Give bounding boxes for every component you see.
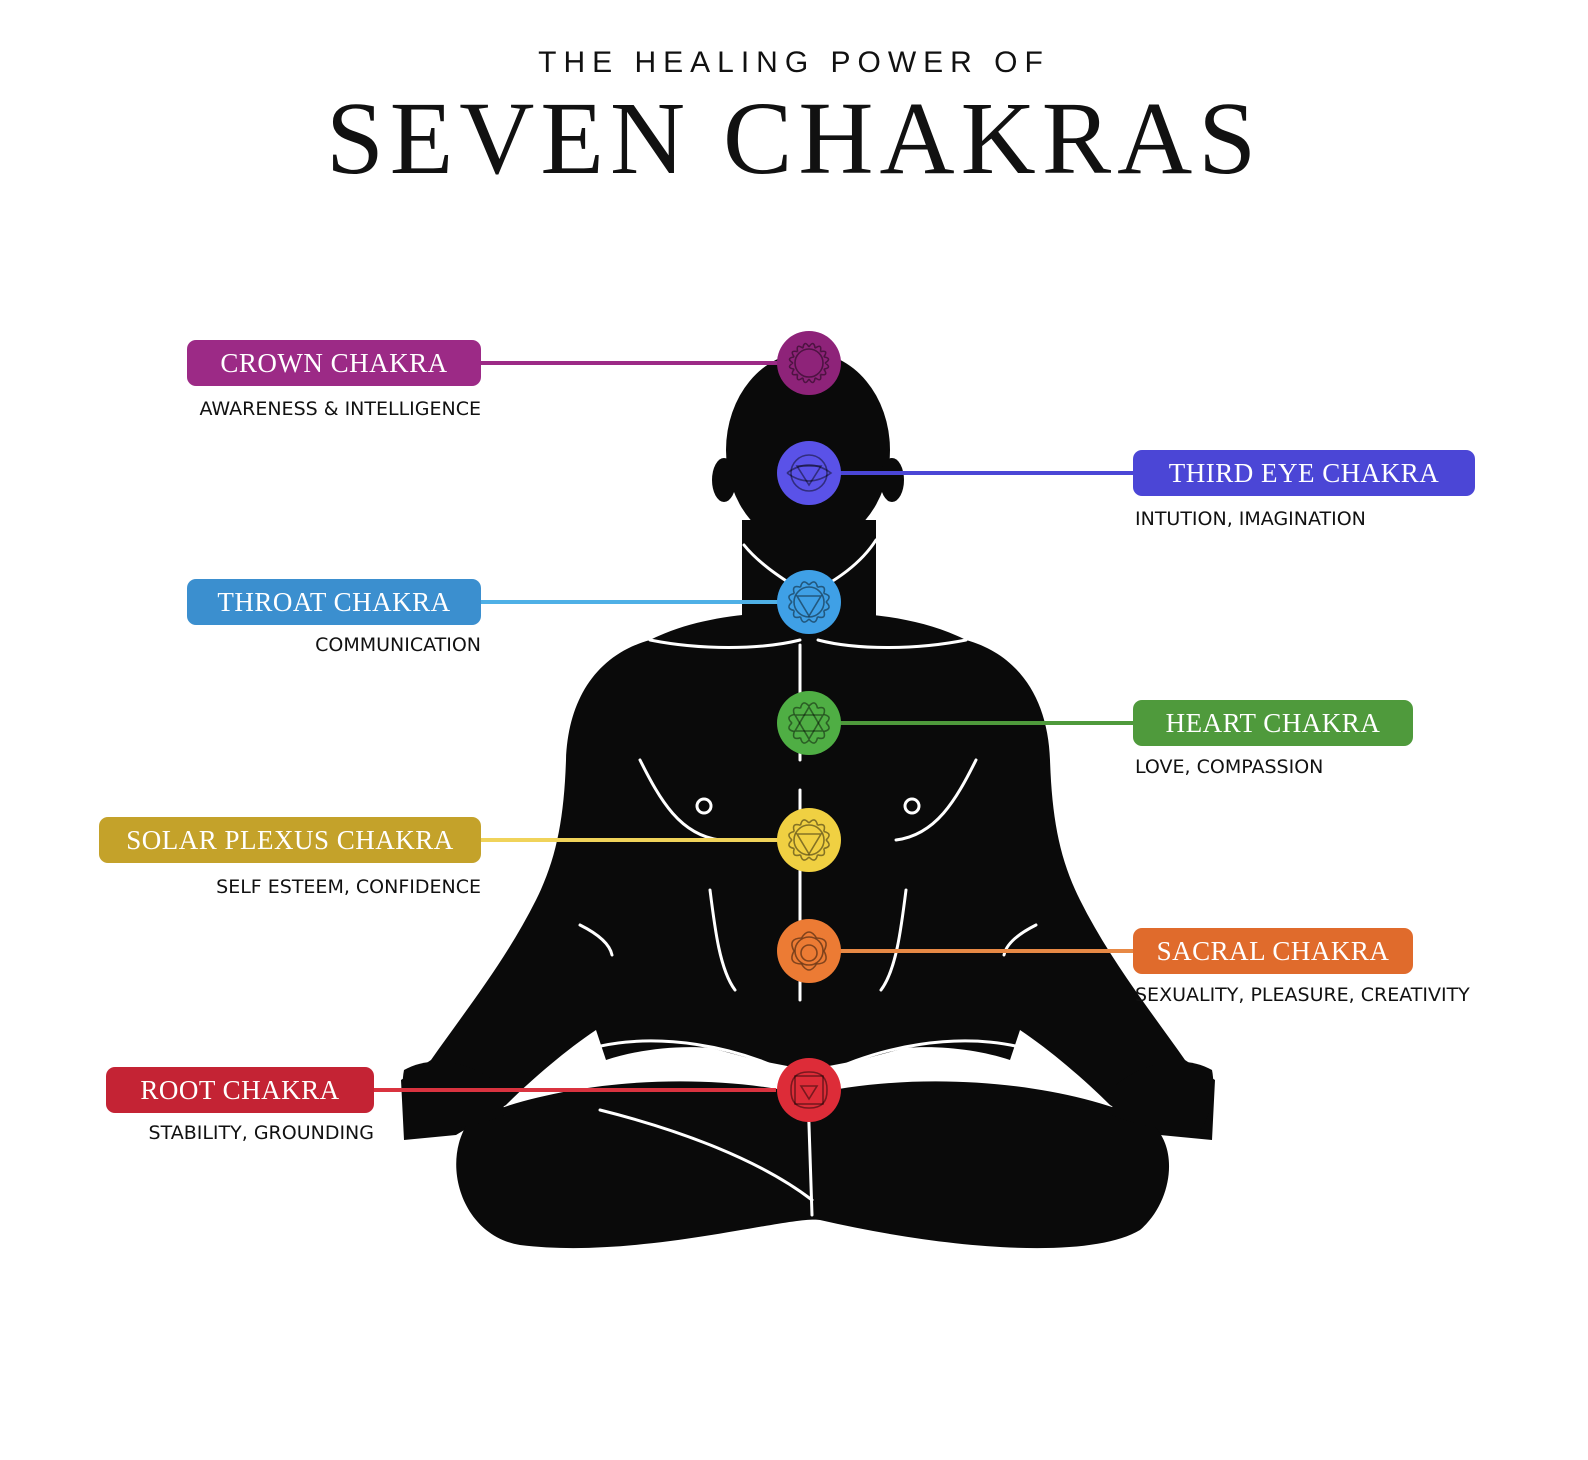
solar-plexus-chakra-label: SOLAR PLEXUS CHAKRA [99,817,481,863]
third-eye-chakra-point [777,441,841,505]
root-chakra-meaning: STABILITY, GROUNDING [148,1122,374,1144]
root-chakra-point [777,1058,841,1122]
throat-chakra-dot [777,570,841,634]
hexagram-icon [788,702,830,744]
crown-chakra-meaning: AWARENESS & INTELLIGENCE [199,398,481,420]
throat-chakra-label: THROAT CHAKRA [187,579,481,625]
lotus-icon [788,342,830,384]
root-chakra-label: ROOT CHAKRA [106,1067,374,1113]
crown-chakra-point [777,331,841,395]
heart-chakra-meaning: LOVE, COMPASSION [1135,756,1324,778]
sacral-chakra-label: SACRAL CHAKRA [1133,928,1413,974]
eye-triangle-icon [786,454,833,492]
throat-chakra-point [777,570,841,634]
heart-chakra-point [777,691,841,755]
sacral-chakra-point [777,919,841,983]
triangle-petals-icon [788,819,830,861]
solar-plexus-chakra-meaning: SELF ESTEEM, CONFIDENCE [216,876,481,898]
nipples [695,797,921,815]
solar-plexus-chakra-point [777,808,841,872]
sacral-chakra-meaning: SEXUALITY, PLEASURE, CREATIVITY [1135,984,1470,1006]
throat-chakra-meaning: COMMUNICATION [315,634,481,656]
sacral-chakra-dot [777,919,841,983]
crescent-lotus-icon [791,931,827,971]
subtitle: THE HEALING POWER OF [538,46,1050,79]
third-eye-chakra-meaning: INTUTION, IMAGINATION [1135,508,1366,530]
chakra-connector-lines [374,361,1133,1092]
third-eye-chakra-dot [777,441,841,505]
crown-chakra-dot [777,331,841,395]
page-title: SEVEN CHAKRAS [325,81,1263,196]
crown-chakra-label: CROWN CHAKRA [187,340,481,386]
solar-plexus-chakra-dot [777,808,841,872]
root-chakra-dot [777,1058,841,1122]
heart-chakra-label: HEART CHAKRA [1133,700,1413,746]
third-eye-chakra-label: THIRD EYE CHAKRA [1133,450,1475,496]
triangle-petals-icon [788,581,830,623]
heart-chakra-dot [777,691,841,755]
square-triangle-icon [790,1071,828,1109]
chakra-points [777,331,841,1122]
